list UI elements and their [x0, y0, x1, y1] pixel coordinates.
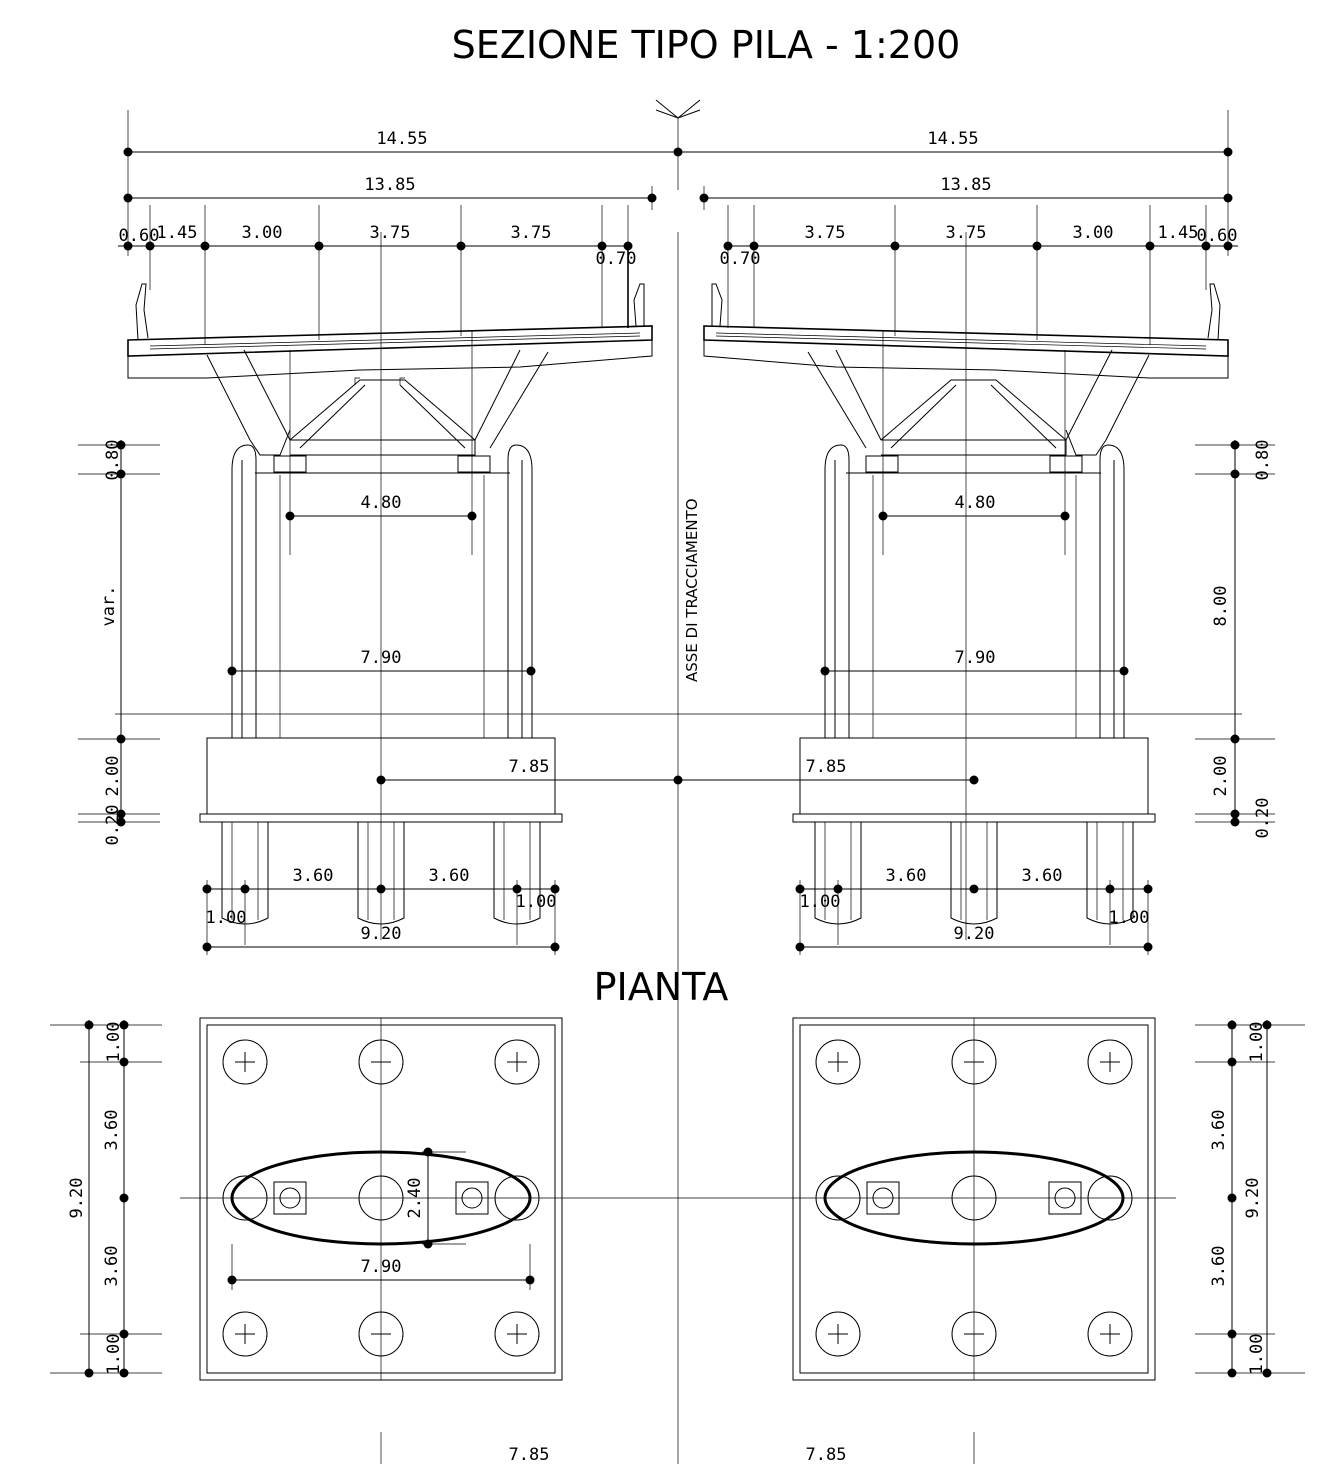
dim-plan-spacing-left-1: 3.60: [102, 1110, 122, 1151]
top-dimensions-right: 14.55 13.85 0.70 3.75 3.75 3.00 1.45 0.6…: [678, 110, 1238, 345]
right-pile-dims: 3.60 3.60 1.00 1.00 9.20: [795, 866, 1153, 955]
dim-plan-edge-left-top: 1.00: [104, 1022, 124, 1063]
dim-pier-width-plan: 7.90: [361, 1257, 402, 1277]
dim-lane-outer-left: 3.00: [242, 223, 283, 243]
dim-plan-spacing-left-2: 3.60: [102, 1246, 122, 1287]
dim-axis-offset-right: 7.85: [806, 757, 847, 777]
dim-lane-outer-right: 3.00: [1073, 223, 1114, 243]
dim-kerb-right: 0.60: [1197, 226, 1238, 246]
left-pier-shaft-plan: [230, 1150, 532, 1246]
dim-pile-edge-left-1: 1.00: [206, 908, 247, 928]
axis-offset-dims: 7.85 7.85: [376, 757, 979, 785]
dim-footing-width-left: 9.20: [361, 924, 402, 944]
dim-kerb-left: 0.60: [119, 226, 160, 246]
dim-pile-spacing-right-1: 3.60: [886, 866, 927, 886]
plan-title: PIANTA: [594, 965, 729, 1009]
dim-pier-width-right: 7.90: [955, 648, 996, 668]
dim-pile-edge-left-2: 1.00: [516, 892, 557, 912]
plan-right-vertical-dims: 9.20 1.00 3.60 3.60 1.00: [1195, 1020, 1305, 1378]
right-pier-elevation: 4.80 7.90: [703, 232, 1229, 940]
right-piles: [814, 822, 1134, 925]
dim-pier-height-left: var.: [99, 586, 119, 627]
dim-cap-height-right: 0.80: [1253, 440, 1273, 481]
bottom-axis-dims: 7.85 7.85: [380, 1432, 975, 1464]
dim-axis-offset-left: 7.85: [509, 757, 550, 777]
right-pier-shaft-plan: [823, 1150, 1125, 1246]
dim-bearings-right: 4.80: [955, 493, 996, 513]
dim-plan-footing-left: 9.20: [67, 1178, 87, 1219]
dim-footing-width-right: 9.20: [954, 924, 995, 944]
dim-plan-spacing-right-1: 3.60: [1209, 1110, 1229, 1151]
dim-pile-spacing-left-2: 3.60: [429, 866, 470, 886]
left-plan-view: 2.40 7.90: [180, 1017, 678, 1381]
dim-barrier-left: 0.70: [596, 249, 637, 269]
left-plan-piles: [222, 1039, 540, 1357]
right-plan-view: [678, 1017, 1176, 1381]
dim-plan-edge-right-bottom: 1.00: [1247, 1334, 1267, 1375]
dim-footing-height-right: 2.00: [1211, 756, 1231, 797]
left-vertical-dims: 0.80 var. 2.00 0.20: [78, 440, 160, 846]
dim-plan-edge-left-bottom: 1.00: [104, 1334, 124, 1375]
dim-deck-total-right: 14.55: [927, 129, 978, 149]
dim-barrier-right: 0.70: [720, 249, 761, 269]
left-pier-elevation: 4.80 7.90: [127, 232, 653, 940]
alignment-axis: ASSE DI TRACCIAMENTO: [655, 99, 701, 1464]
dim-bottom-offset-right: 7.85: [806, 1445, 847, 1464]
dim-cap-height-left: 0.80: [103, 440, 123, 481]
dim-pier-height-right: 8.00: [1211, 586, 1231, 627]
right-plan-piles: [815, 1039, 1133, 1357]
dim-footing-height-left: 2.00: [103, 756, 123, 797]
dim-pile-spacing-left-1: 3.60: [293, 866, 334, 886]
dim-shoulder-right: 1.45: [1158, 223, 1199, 243]
right-vertical-dims: 0.80 8.00 2.00 0.20: [1195, 440, 1275, 839]
dim-pier-thickness: 2.40: [405, 1178, 425, 1219]
dim-pile-spacing-right-2: 3.60: [1022, 866, 1063, 886]
dim-pile-edge-right-2: 1.00: [1109, 908, 1150, 928]
dim-lane-right-1: 3.75: [805, 223, 846, 243]
plan-left-vertical-dims: 9.20 1.00 3.60 3.60 1.00: [50, 1020, 162, 1378]
axis-label: ASSE DI TRACCIAMENTO: [683, 498, 701, 682]
top-dimensions-left: 14.55 13.85 0.60 1.45 3.00 3.75 3.75 0.7…: [118, 110, 683, 345]
dim-plan-footing-right: 9.20: [1243, 1178, 1263, 1219]
dim-lane-left-1: 3.75: [370, 223, 411, 243]
dim-pile-edge-right-1: 1.00: [800, 892, 841, 912]
dim-deck-width-left: 13.85: [364, 175, 415, 195]
drawing-title: SEZIONE TIPO PILA - 1:200: [452, 23, 961, 67]
dim-plan-spacing-right-2: 3.60: [1209, 1246, 1229, 1287]
dim-bottom-offset-left: 7.85: [509, 1445, 550, 1464]
dim-blinding-right: 0.20: [1253, 798, 1273, 839]
dim-lane-left-2: 3.75: [511, 223, 552, 243]
dim-deck-width-right: 13.85: [940, 175, 991, 195]
dim-shoulder-left: 1.45: [157, 223, 198, 243]
dim-pier-width-left: 7.90: [361, 648, 402, 668]
left-pile-dims: 3.60 3.60 1.00 1.00 9.20: [202, 866, 560, 955]
dim-plan-edge-right-top: 1.00: [1247, 1022, 1267, 1063]
dim-deck-total-left: 14.55: [376, 129, 427, 149]
dim-blinding-left: 0.20: [103, 805, 123, 846]
dim-bearings-left: 4.80: [361, 493, 402, 513]
